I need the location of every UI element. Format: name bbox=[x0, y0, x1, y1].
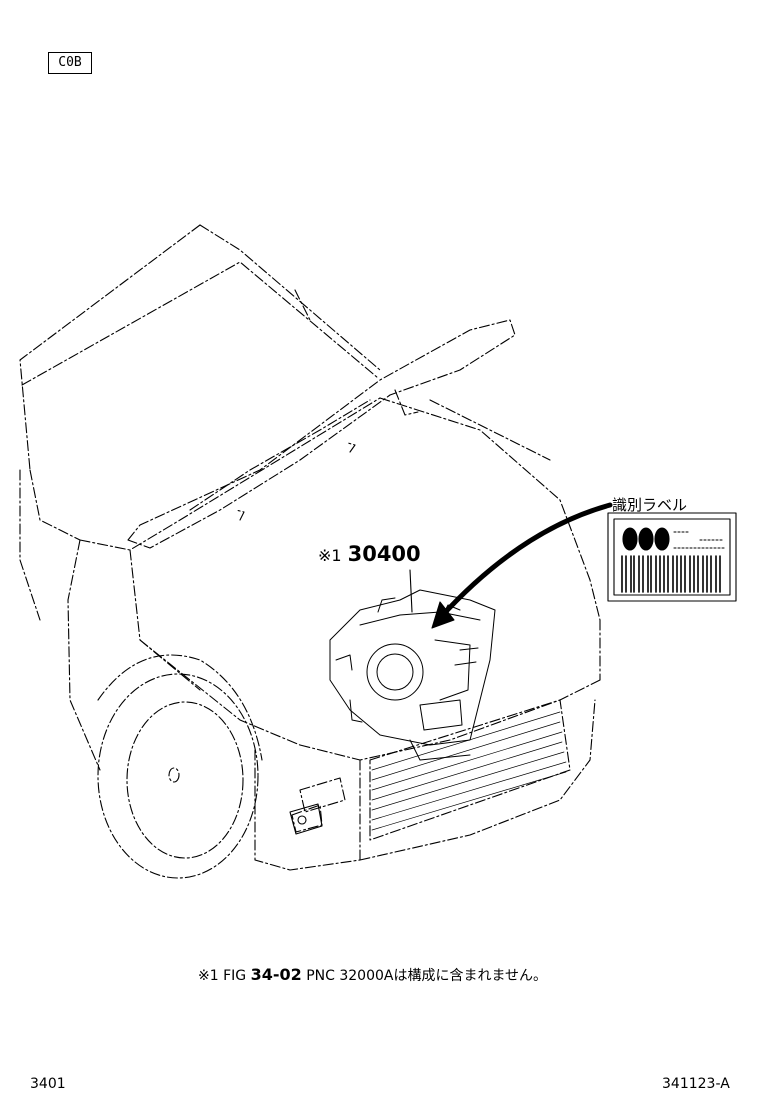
barcode bbox=[621, 555, 721, 593]
footnote-text: PNC 32000Aは構成に含まれません。 bbox=[306, 968, 548, 984]
part-number: 30400 bbox=[347, 542, 421, 566]
page-code: 3401 bbox=[30, 1076, 66, 1092]
footnote-fig-number: 34-02 bbox=[250, 965, 302, 984]
raised-hood bbox=[127, 319, 516, 549]
fog-lamp bbox=[289, 803, 323, 835]
label-arrow bbox=[431, 502, 613, 629]
front-grille bbox=[291, 699, 571, 841]
drawing-id: 341123-A bbox=[662, 1076, 730, 1092]
front-wheel bbox=[97, 654, 263, 879]
model-code-box: C0B bbox=[48, 52, 92, 74]
part-number-callout: ※1 30400 bbox=[318, 542, 421, 566]
reference-mark: ※1 bbox=[318, 546, 342, 565]
engine-assembly bbox=[329, 589, 496, 761]
footnote-fig-prefix: FIG bbox=[223, 968, 247, 984]
footnote: ※1 FIG 34-02 PNC 32000Aは構成に含まれません。 bbox=[198, 965, 547, 985]
footnote-mark: ※1 bbox=[198, 968, 219, 984]
vehicle-body-outline bbox=[19, 224, 601, 871]
grille-bars bbox=[371, 711, 567, 831]
part-leader bbox=[409, 569, 413, 613]
identification-label-card bbox=[607, 512, 737, 602]
identification-label-title: 識別ラベル bbox=[612, 496, 688, 514]
